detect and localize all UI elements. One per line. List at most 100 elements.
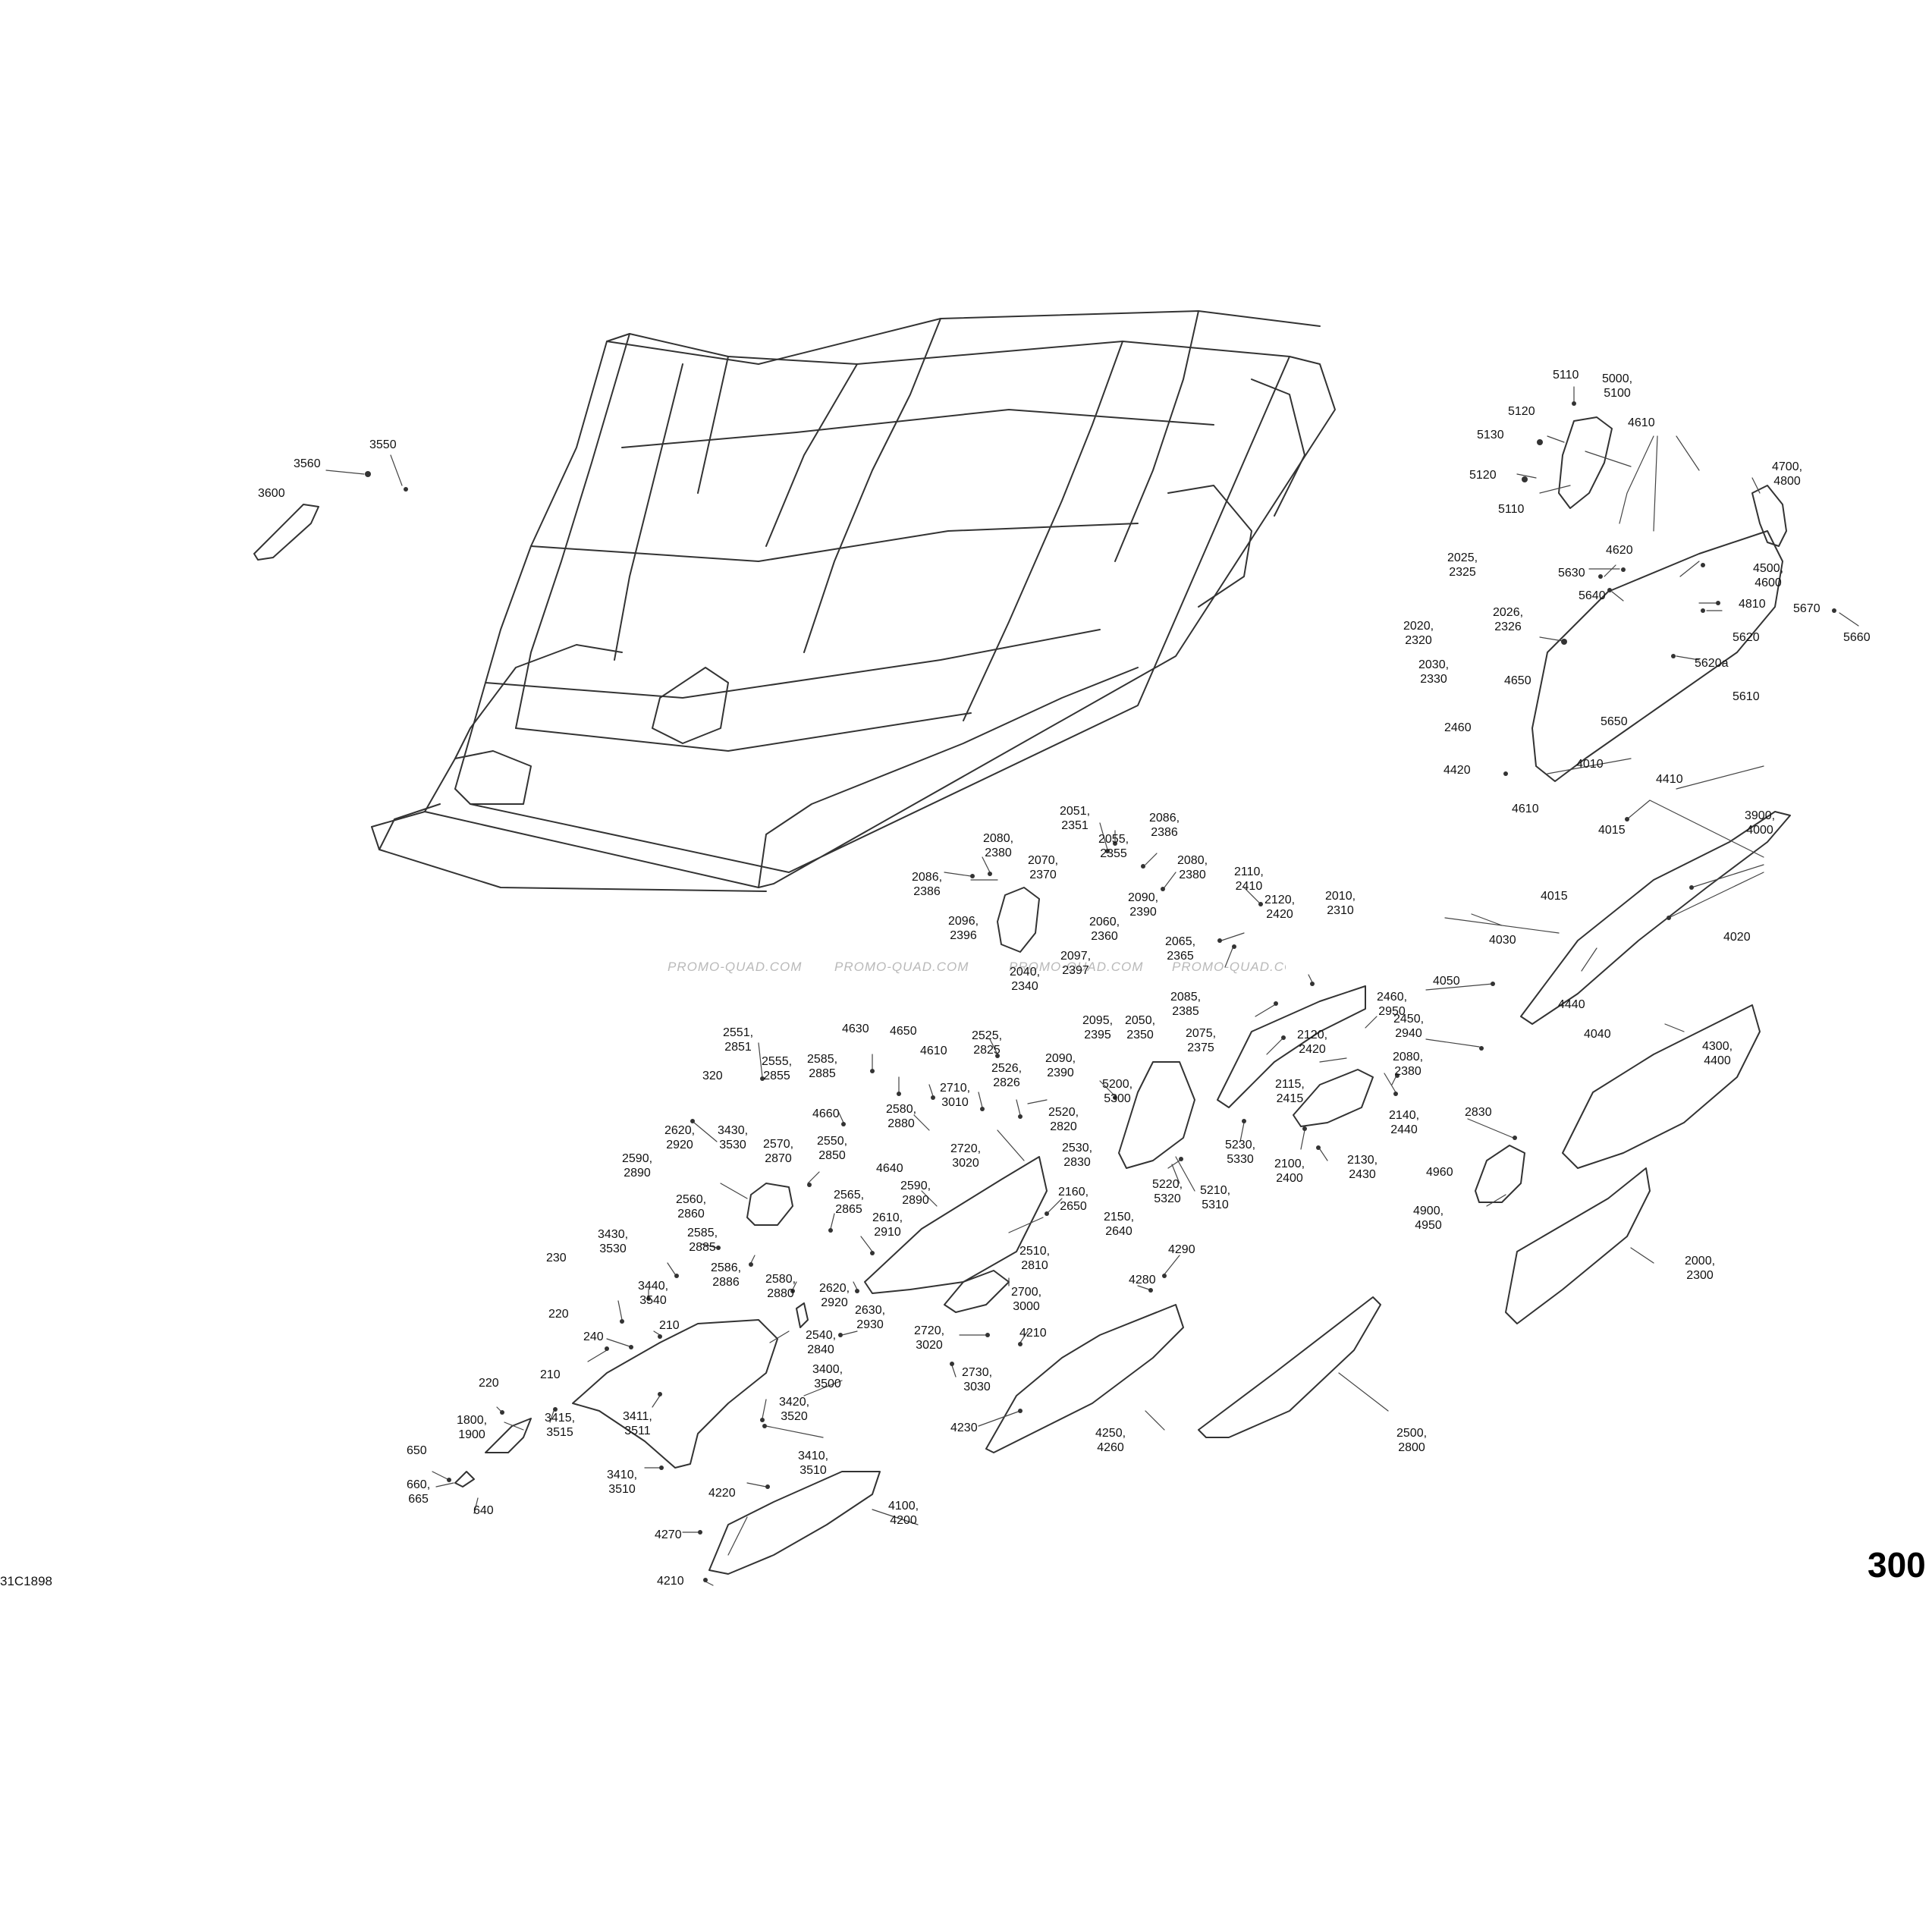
part-label-p2097: 2097, 2397	[1060, 950, 1092, 977]
part-label-p3410a: 3410, 3510	[798, 1450, 829, 1477]
drawing-code: 31C1898	[0, 1574, 53, 1588]
part-label-p2030: 2030, 2330	[1418, 658, 1450, 686]
part-label-p2086b: 2086, 2386	[912, 871, 943, 898]
part-label-p2075: 2075, 2375	[1186, 1027, 1217, 1054]
part-label-p2620a: 2620, 2920	[664, 1124, 696, 1151]
part-label-p2580b: 2580, 2880	[765, 1273, 796, 1300]
part-label-p5110b: 5110	[1498, 503, 1525, 516]
part-label-p2720a: 2720, 3020	[950, 1142, 982, 1170]
part-4300	[1562, 1004, 1761, 1169]
part-label-p5230: 5230, 5330	[1225, 1139, 1256, 1166]
fastener-dots	[365, 401, 1836, 1582]
part-label-p2526: 2526, 2826	[991, 1062, 1023, 1089]
part-label-p4640: 4640	[876, 1162, 903, 1175]
part-label-p5620: 5620	[1733, 631, 1760, 644]
part-4700	[1751, 485, 1787, 547]
part-2010	[1217, 985, 1366, 1108]
part-label-p3440: 3440, 3540	[638, 1280, 669, 1307]
part-label-p2450: 2450, 2940	[1393, 1013, 1425, 1040]
part-label-p650: 650	[407, 1444, 427, 1457]
part-label-p4220: 4220	[708, 1487, 736, 1500]
part-label-p2090b: 2090, 2390	[1045, 1052, 1076, 1079]
part-label-p2551: 2551, 2851	[723, 1026, 754, 1054]
part-label-p320: 320	[702, 1070, 723, 1082]
part-label-p4960: 4960	[1426, 1166, 1453, 1179]
part-label-p220b: 220	[479, 1377, 499, 1390]
part-label-p4620: 4620	[1606, 544, 1633, 557]
part-label-p2020: 2020, 2320	[1403, 620, 1434, 647]
part-label-p2510: 2510, 2810	[1019, 1245, 1051, 1272]
part-4250	[985, 1304, 1184, 1453]
part-label-p4440: 4440	[1558, 998, 1585, 1011]
part-label-p2630: 2630, 2930	[855, 1304, 886, 1331]
part-label-p2555: 2555, 2855	[762, 1055, 793, 1082]
part-label-p5130: 5130	[1477, 429, 1504, 441]
part-label-p2025: 2025, 2325	[1447, 551, 1478, 579]
part-label-p5640: 5640	[1579, 589, 1606, 602]
part-label-p2010: 2010, 2310	[1325, 890, 1356, 917]
part-label-p2065: 2065, 2365	[1165, 935, 1196, 963]
part-label-p640: 640	[473, 1504, 494, 1517]
part-2570	[746, 1183, 793, 1226]
part-label-p2610: 2610, 2910	[872, 1211, 903, 1239]
part-label-p4040: 4040	[1584, 1028, 1611, 1041]
part-label-p4020: 4020	[1723, 931, 1751, 944]
part-label-p2086a: 2086, 2386	[1149, 812, 1180, 839]
part-label-p2095: 2095, 2395	[1082, 1014, 1114, 1041]
part-label-p210b: 210	[540, 1368, 561, 1381]
part-1800	[485, 1418, 532, 1453]
part-3900	[1520, 811, 1791, 1025]
part-label-p2585b: 2585, 2885	[687, 1227, 718, 1254]
part-label-p2040: 2040, 2340	[1010, 966, 1041, 993]
part-2500	[1198, 1296, 1381, 1438]
part-4900	[1475, 1145, 1525, 1203]
part-label-p4210a: 4210	[1019, 1327, 1047, 1340]
part-label-p4280: 4280	[1129, 1274, 1156, 1286]
part-label-p2085: 2085, 2385	[1170, 991, 1202, 1018]
part-label-p4015b: 4015	[1541, 890, 1568, 903]
part-label-p2720b: 2720, 3020	[914, 1324, 945, 1352]
part-label-p4410: 4410	[1656, 773, 1683, 786]
part-label-p4015a: 4015	[1598, 824, 1626, 837]
part-label-p4610a: 4610	[1628, 416, 1655, 429]
watermark: PROMO-QUAD.COM	[834, 960, 969, 974]
part-label-p5120a: 5120	[1508, 405, 1535, 418]
part-label-p5110a: 5110	[1553, 369, 1579, 382]
part-label-p3560: 3560	[294, 457, 321, 470]
part-label-p5630: 5630	[1558, 567, 1585, 580]
part-label-p2070: 2070, 2370	[1028, 854, 1059, 881]
part-label-p2026: 2026, 2326	[1493, 606, 1524, 633]
part-label-p4290: 4290	[1168, 1243, 1195, 1256]
part-label-p5610: 5610	[1733, 690, 1760, 703]
part-label-p2080b: 2080, 2380	[1177, 854, 1208, 881]
part-label-p2115: 2115, 2415	[1275, 1078, 1305, 1105]
part-label-p2520: 2520, 2820	[1048, 1106, 1079, 1133]
part-label-p2160: 2160, 2650	[1058, 1186, 1089, 1213]
part-label-p4420: 4420	[1444, 764, 1471, 777]
watermark: PROMO-QUAD.COM	[1009, 960, 1144, 974]
part-label-p4010: 4010	[1576, 758, 1604, 771]
page-number: 300	[1868, 1545, 1926, 1585]
part-label-p4650b: 4650	[890, 1025, 917, 1038]
part-label-p2590b: 2590, 2890	[900, 1180, 931, 1207]
part-label-p3600: 3600	[258, 487, 285, 500]
part-3400	[572, 1319, 778, 1469]
part-label-p5120b: 5120	[1469, 469, 1497, 482]
part-label-p2580a: 2580, 2880	[886, 1103, 917, 1130]
part-label-p2080a: 2080, 2380	[983, 832, 1014, 859]
part-label-p240: 240	[583, 1330, 604, 1343]
part-label-p2585a: 2585, 2885	[807, 1053, 838, 1080]
part-label-p4270: 4270	[655, 1528, 682, 1541]
part-label-p2550: 2550, 2850	[817, 1135, 848, 1162]
part-label-p4610c: 4610	[920, 1045, 947, 1057]
part-label-p2460b: 2460, 2950	[1377, 991, 1408, 1018]
vehicle-frame	[371, 310, 1336, 892]
part-label-p5660: 5660	[1843, 631, 1871, 644]
part-label-p220a: 220	[548, 1308, 569, 1321]
part-label-p2150: 2150, 2640	[1104, 1211, 1135, 1238]
part-label-p1800: 1800, 1900	[457, 1414, 488, 1441]
part-2540	[796, 1302, 809, 1328]
parts-shapes	[253, 416, 1791, 1575]
part-label-p2830: 2830	[1465, 1106, 1492, 1119]
part-label-p3400: 3400, 3500	[812, 1363, 843, 1390]
